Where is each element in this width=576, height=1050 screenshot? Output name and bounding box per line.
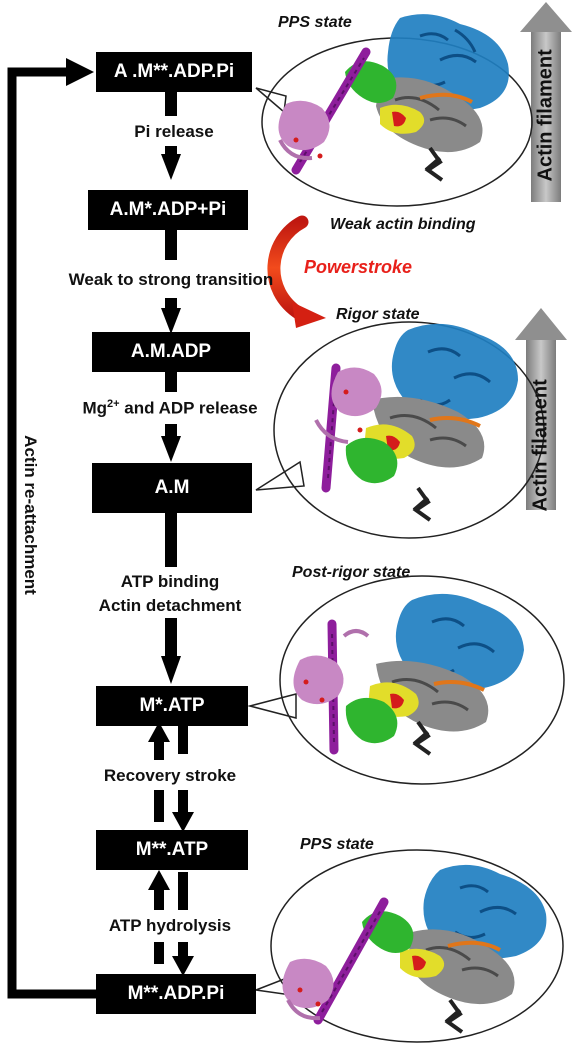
label-weak-to-strong: Weak to strong transition bbox=[68, 270, 274, 289]
label-actin-reattachment: Actin re-attachment bbox=[21, 435, 40, 595]
state-box-4: A.M bbox=[92, 463, 252, 513]
reattachment-loop bbox=[7, 58, 96, 999]
label-atp-binding-line1: ATP binding bbox=[120, 572, 220, 591]
title-pps-state-bottom: PPS state bbox=[300, 836, 374, 853]
state-box-6: M**.ATP bbox=[96, 830, 248, 870]
label-actin-detachment: Actin detachment bbox=[98, 596, 242, 615]
label-actin-filament-2: Actin filament bbox=[529, 379, 552, 512]
label-weak-actin-binding: Weak actin binding bbox=[330, 216, 476, 233]
powerstroke-arrow bbox=[267, 215, 326, 328]
label-powerstroke: Powerstroke bbox=[304, 257, 413, 277]
protein-structure-rigor bbox=[314, 323, 518, 522]
label-atp-hydrolysis: ATP hydrolysis bbox=[108, 916, 232, 935]
state-box-3: A.M.ADP bbox=[92, 332, 250, 372]
actin-filament-arrow-2 bbox=[515, 308, 567, 510]
bubble-rigor bbox=[255, 321, 545, 539]
protein-structure-post-rigor bbox=[293, 593, 524, 756]
title-rigor-state: Rigor state bbox=[336, 306, 420, 323]
protein-structure-pps-bottom bbox=[282, 864, 547, 1034]
label-actin-filament-1: Actin filament bbox=[534, 49, 557, 182]
label-recovery-stroke: Recovery stroke bbox=[103, 766, 237, 785]
label-mg-adp-release: Mg2+ and ADP release bbox=[82, 398, 258, 418]
state-box-1: A .M**.ADP.Pi bbox=[96, 52, 252, 92]
actin-filament-arrow-1 bbox=[520, 2, 572, 202]
state-box-5: M*.ATP bbox=[96, 686, 248, 726]
state-box-2: A.M*.ADP+Pi bbox=[88, 190, 248, 230]
cycle-arrows bbox=[148, 92, 194, 976]
bubble-post-rigor bbox=[247, 575, 565, 785]
title-post-rigor-state: Post-rigor state bbox=[292, 564, 411, 581]
protein-structure-pps-top bbox=[278, 14, 509, 182]
title-pps-state-top: PPS state bbox=[278, 14, 352, 31]
state-box-7: M**.ADP.Pi bbox=[96, 974, 256, 1014]
label-pi-release: Pi release bbox=[134, 122, 214, 141]
